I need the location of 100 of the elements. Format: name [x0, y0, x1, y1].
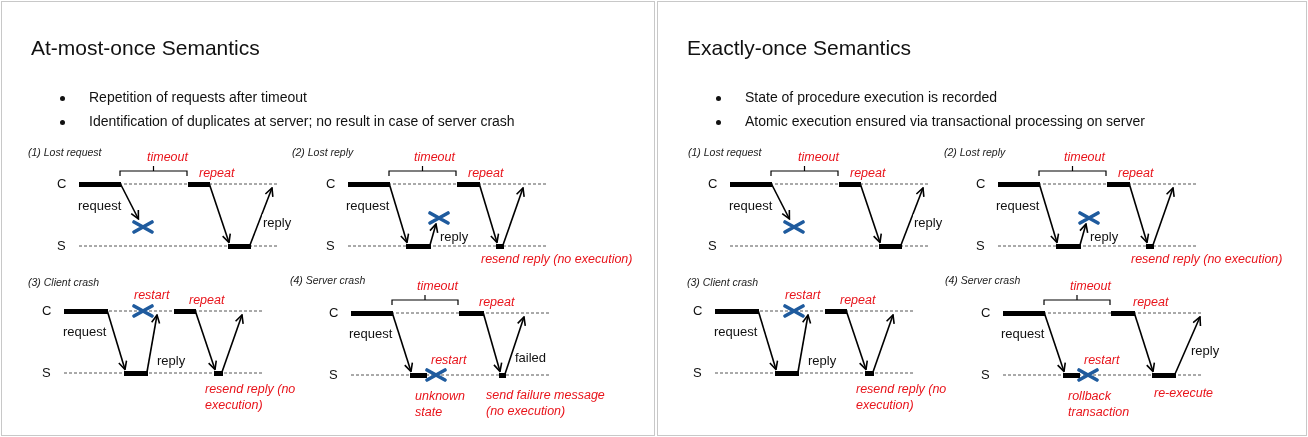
annotation: repeat [479, 293, 515, 311]
activity-bar [1152, 372, 1176, 378]
arrow [482, 311, 503, 373]
failure-cross [132, 304, 154, 318]
arrow [478, 182, 500, 244]
arrow [502, 187, 525, 246]
slide-panel [1, 1, 655, 436]
activity-bar [879, 243, 902, 249]
arrow [504, 316, 527, 375]
scenario-title: (2) Lost reply [292, 146, 354, 158]
lifeline-label: C [976, 179, 986, 189]
arrow [249, 187, 274, 246]
lifeline-label: C [981, 308, 991, 318]
arrow [845, 309, 869, 371]
annotation: resend reply (no execution) [856, 380, 948, 414]
activity-bar [214, 370, 223, 376]
arrow [900, 187, 925, 246]
arrow [1133, 311, 1156, 373]
activity-bar [174, 308, 196, 314]
failure-cross [1077, 368, 1099, 382]
annotation: restart [134, 286, 170, 304]
scenario-title: (1) Lost request [28, 146, 102, 158]
annotation: repeat [850, 164, 886, 182]
arrow [221, 314, 244, 373]
activity-bar [1107, 181, 1130, 187]
annotation: repeat [1133, 293, 1169, 311]
arrow [1043, 311, 1067, 373]
arrow [757, 309, 779, 371]
failure-cross [428, 211, 450, 225]
panel-title: Exactly-once Semantics [687, 36, 912, 60]
edge-label: reply [262, 214, 293, 230]
arrow [859, 182, 883, 244]
scenario-title: (1) Lost request [688, 146, 762, 158]
annotation: send failure message (no execution) [486, 386, 606, 420]
activity-bar [406, 243, 431, 249]
activity-bar [228, 243, 251, 249]
annotation: rollback transaction [1068, 387, 1131, 421]
lifeline-label: C [326, 179, 336, 189]
activity-bar [1111, 310, 1135, 316]
bullet-text: State of procedure execution is recorded [745, 89, 998, 105]
activity-bar [457, 181, 480, 187]
arrow [872, 314, 895, 373]
timeout-label: timeout [414, 150, 455, 164]
activity-bar [839, 181, 861, 187]
bullet-text: Identification of duplicates at server; no result in case of server crash [89, 112, 515, 129]
arrow [1079, 223, 1089, 246]
arrow [194, 309, 218, 371]
annotation: restart [785, 286, 821, 304]
scenario-title: (3) Client crash [687, 276, 759, 288]
lifeline-label: S [57, 241, 66, 251]
timeout-label: timeout [147, 150, 188, 164]
annotation: repeat [199, 164, 235, 182]
arrow [797, 314, 812, 373]
activity-bar [351, 310, 393, 316]
activity-bar [715, 308, 759, 314]
activity-bar [459, 310, 484, 316]
lifeline-label: S [42, 368, 51, 378]
annotation: restart [1084, 351, 1120, 369]
failure-cross [1078, 211, 1100, 225]
slide-panel [657, 1, 1307, 436]
activity-bar [730, 181, 772, 187]
lifeline-label: C [57, 179, 67, 189]
lifeline-label: C [693, 306, 703, 316]
lifeline-label: S [708, 241, 717, 251]
timeout-label: timeout [417, 279, 458, 293]
arrow [208, 182, 232, 244]
edge-label: reply [913, 214, 944, 230]
lifeline-label: S [326, 241, 335, 251]
bullet-text: Atomic execution ensured via transactional processing on server [745, 112, 1145, 129]
scenario-title: (4) Server crash [945, 274, 1021, 286]
activity-bar [410, 372, 427, 378]
arrow [388, 182, 410, 244]
annotation: resend reply (no execution) [205, 380, 297, 414]
activity-bar [825, 308, 847, 314]
arrow [106, 309, 128, 371]
annotation: unknown state [415, 387, 467, 421]
annotation: re-execute [1154, 384, 1214, 402]
annotation: repeat [1118, 164, 1154, 182]
lifeline-label: S [329, 370, 338, 380]
lifeline-label: C [329, 308, 339, 318]
failure-cross [783, 220, 805, 234]
arrow [391, 311, 414, 373]
activity-bar [188, 181, 210, 187]
activity-bar [1146, 243, 1154, 249]
annotation: repeat [189, 291, 225, 309]
activity-bar [1056, 243, 1081, 249]
annotation: repeat [840, 291, 876, 309]
activity-bar [1063, 372, 1080, 378]
annotation: resend reply (no execution) [1131, 250, 1283, 268]
activity-bar [775, 370, 799, 376]
timeout-label: timeout [1070, 279, 1111, 293]
activity-bar [496, 243, 504, 249]
failure-cross [425, 368, 447, 382]
activity-bar [1003, 310, 1045, 316]
arrow [429, 223, 439, 246]
scenario-title: (2) Lost reply [944, 146, 1006, 158]
lifeline-label: S [976, 241, 985, 251]
lifeline-label: C [708, 179, 718, 189]
activity-bar [64, 308, 108, 314]
panel-title: At-most-once Semantics [31, 36, 260, 60]
